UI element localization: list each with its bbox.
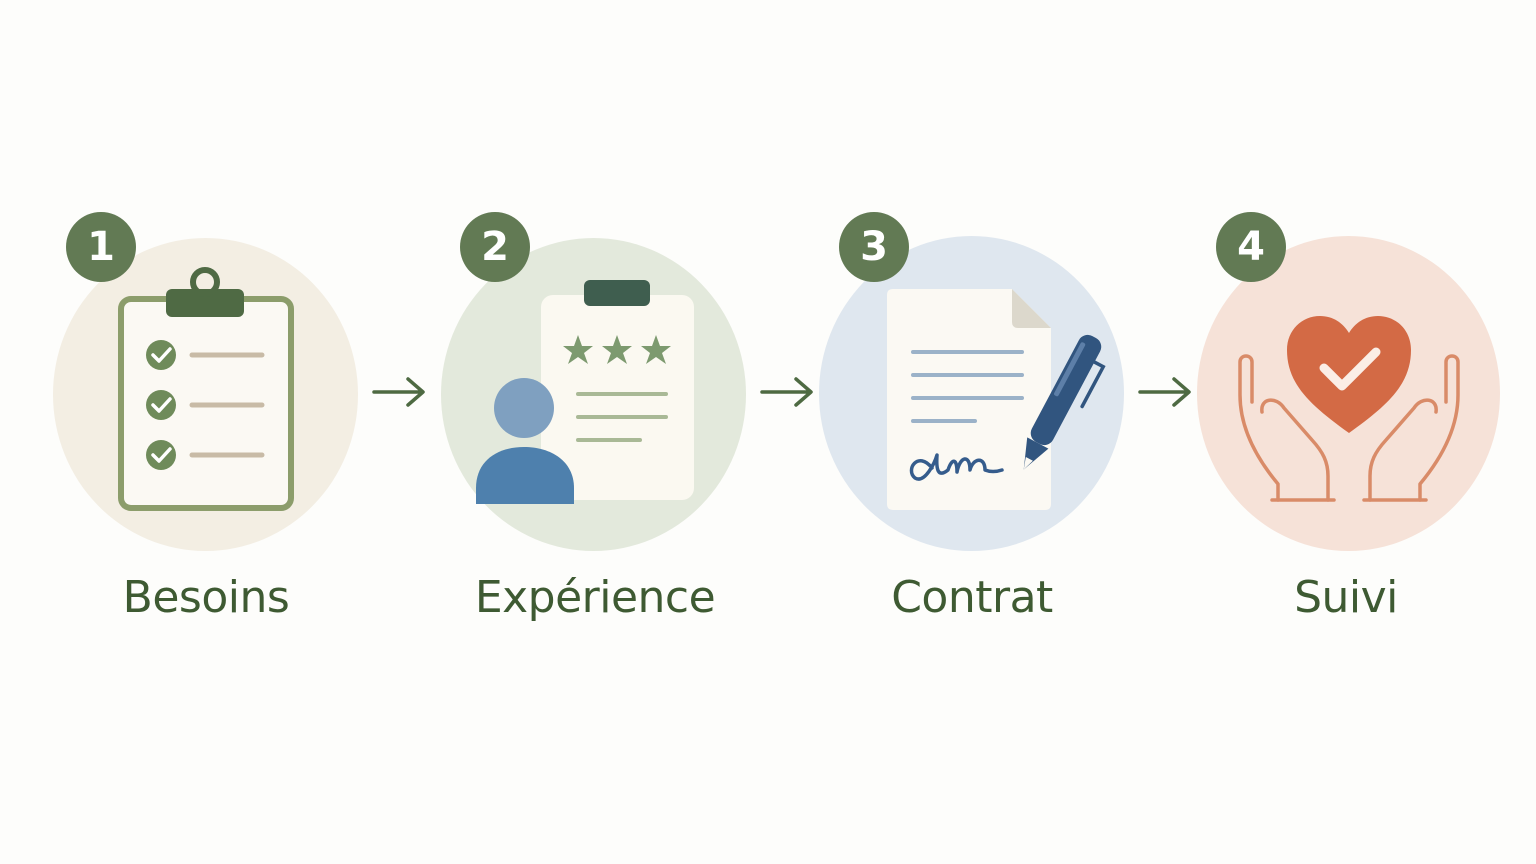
step-4-number-badge: 4: [1216, 212, 1286, 282]
step-1-label: Besoins: [122, 572, 290, 623]
step-1-number-badge: 1: [66, 212, 136, 282]
step-2-number-badge: 2: [460, 212, 530, 282]
step-2-label: Expérience: [474, 572, 716, 623]
arrow-right-icon: [1138, 377, 1191, 407]
arrow-right-icon: [372, 377, 425, 407]
arrow-right-icon: [760, 377, 813, 407]
step-4-label: Suivi: [1294, 572, 1398, 623]
step-3-label: Contrat: [891, 572, 1053, 623]
step-3-number-badge: 3: [839, 212, 909, 282]
